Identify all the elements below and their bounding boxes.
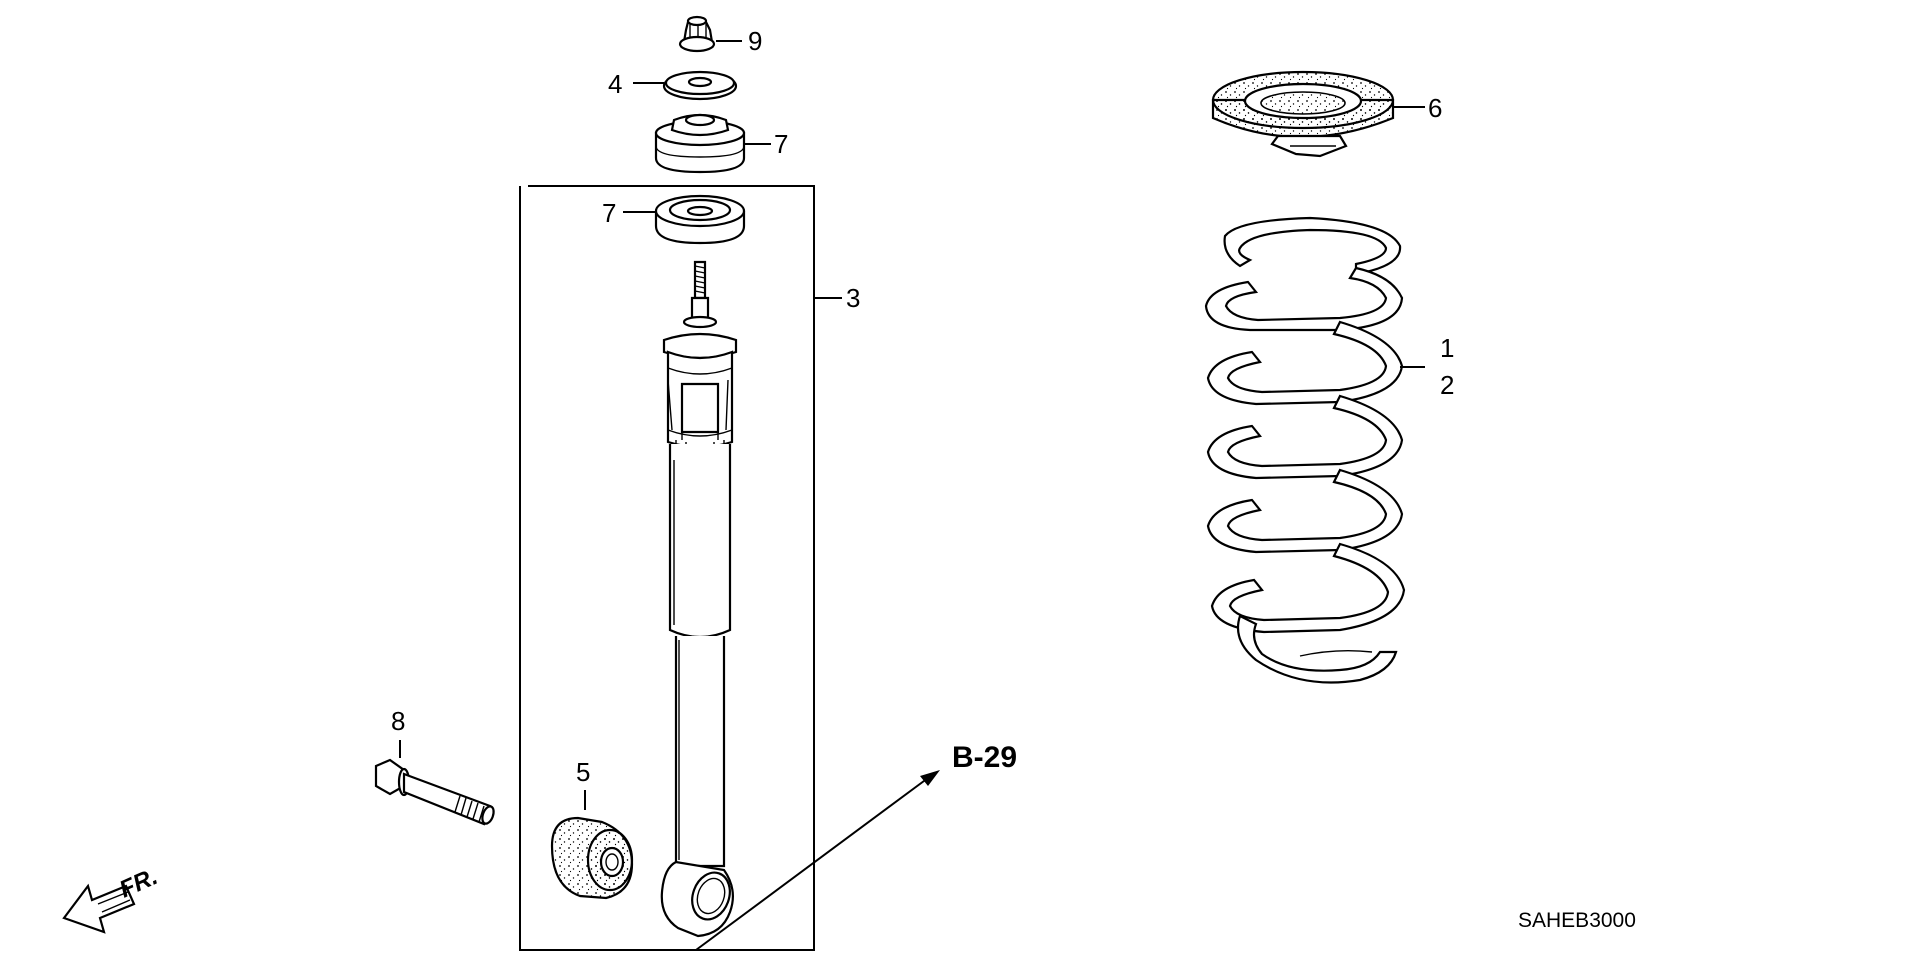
callout-6: 6 — [1428, 93, 1442, 123]
part-4-washer[interactable] — [633, 70, 738, 101]
part-6-spring-seat[interactable] — [1211, 70, 1425, 158]
callout-8: 8 — [391, 706, 405, 736]
part-1-2-coil-spring[interactable] — [1204, 216, 1425, 684]
reference-b29[interactable]: B-29 — [952, 741, 1017, 774]
callout-4: 4 — [608, 69, 622, 99]
part-9-nut[interactable] — [678, 15, 742, 53]
shock-assembly-box — [519, 185, 815, 951]
front-direction-arrow-icon — [62, 883, 136, 934]
callout-5: 5 — [576, 757, 590, 787]
callout-7-upper: 7 — [774, 129, 788, 159]
reference-arrow — [695, 770, 940, 951]
part-7-lower-mount-rubber[interactable] — [623, 194, 746, 245]
part-3-shock-absorber[interactable] — [660, 260, 842, 938]
diagram-code: SAHEB3000 — [1518, 909, 1636, 932]
part-7-upper-mount-rubber[interactable] — [654, 113, 771, 174]
callout-1: 1 — [1440, 333, 1454, 363]
part-8-flange-bolt[interactable] — [374, 740, 496, 826]
callout-7-lower: 7 — [602, 198, 616, 228]
callout-3: 3 — [846, 283, 860, 313]
callout-2: 2 — [1440, 370, 1454, 400]
callout-9: 9 — [748, 26, 762, 56]
part-5-bushing[interactable] — [550, 790, 634, 900]
